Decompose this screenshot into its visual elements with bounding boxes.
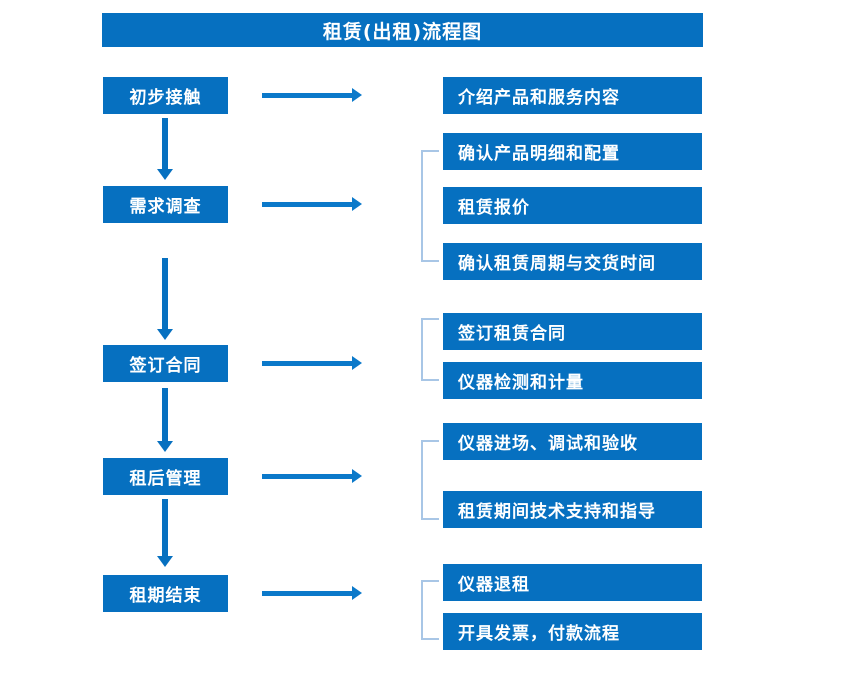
arrow-right-stage-3 <box>262 356 362 370</box>
detail-box-开具发票付款流程[interactable]: 开具发票，付款流程 <box>443 613 702 650</box>
bracket-stage-5 <box>421 580 439 640</box>
bracket-stage-2 <box>421 150 439 262</box>
arrow-shaft <box>262 93 352 98</box>
detail-box-租赁报价[interactable]: 租赁报价 <box>443 187 702 224</box>
arrow-head <box>352 197 362 211</box>
detail-box-确认租赁周期与交货时间[interactable]: 确认租赁周期与交货时间 <box>443 243 702 280</box>
arrow-head <box>157 169 173 180</box>
arrow-head <box>157 441 173 452</box>
detail-box-租赁期间技术支持和指导[interactable]: 租赁期间技术支持和指导 <box>443 491 702 528</box>
stage-box-需求调查[interactable]: 需求调查 <box>103 186 228 223</box>
arrow-head <box>157 556 173 567</box>
arrow-shaft <box>162 118 168 169</box>
arrow-shaft <box>162 258 168 329</box>
arrow-down-stage-1-to-2 <box>157 118 173 180</box>
detail-box-确认产品明细和配置[interactable]: 确认产品明细和配置 <box>443 133 702 170</box>
bracket-stage-3 <box>421 318 439 381</box>
diagram-title: 租赁(出租)流程图 <box>102 13 703 47</box>
arrow-right-stage-2 <box>262 197 362 211</box>
arrow-down-stage-3-to-4 <box>157 388 173 452</box>
detail-box-介绍产品和服务内容[interactable]: 介绍产品和服务内容 <box>443 77 702 114</box>
bracket-stage-4 <box>421 440 439 520</box>
arrow-shaft <box>262 474 352 479</box>
stage-box-初步接触[interactable]: 初步接触 <box>103 77 228 114</box>
arrow-head <box>352 88 362 102</box>
arrow-head <box>352 469 362 483</box>
arrow-shaft <box>262 202 352 207</box>
arrow-shaft <box>262 361 352 366</box>
arrow-shaft <box>162 388 168 441</box>
arrow-down-stage-4-to-5 <box>157 499 173 567</box>
arrow-head <box>157 329 173 340</box>
detail-box-仪器检测和计量[interactable]: 仪器检测和计量 <box>443 362 702 399</box>
stage-box-租期结束[interactable]: 租期结束 <box>103 575 228 612</box>
arrow-right-stage-5 <box>262 586 362 600</box>
arrow-head <box>352 356 362 370</box>
arrow-shaft <box>262 591 352 596</box>
stage-box-租后管理[interactable]: 租后管理 <box>103 458 228 495</box>
arrow-down-stage-2-to-3 <box>157 258 173 340</box>
arrow-right-stage-1 <box>262 88 362 102</box>
arrow-head <box>352 586 362 600</box>
arrow-shaft <box>162 499 168 556</box>
detail-box-签订租赁合同[interactable]: 签订租赁合同 <box>443 313 702 350</box>
detail-box-仪器进场调试和验收[interactable]: 仪器进场、调试和验收 <box>443 423 702 460</box>
stage-box-签订合同[interactable]: 签订合同 <box>103 345 228 382</box>
arrow-right-stage-4 <box>262 469 362 483</box>
detail-box-仪器退租[interactable]: 仪器退租 <box>443 564 702 601</box>
